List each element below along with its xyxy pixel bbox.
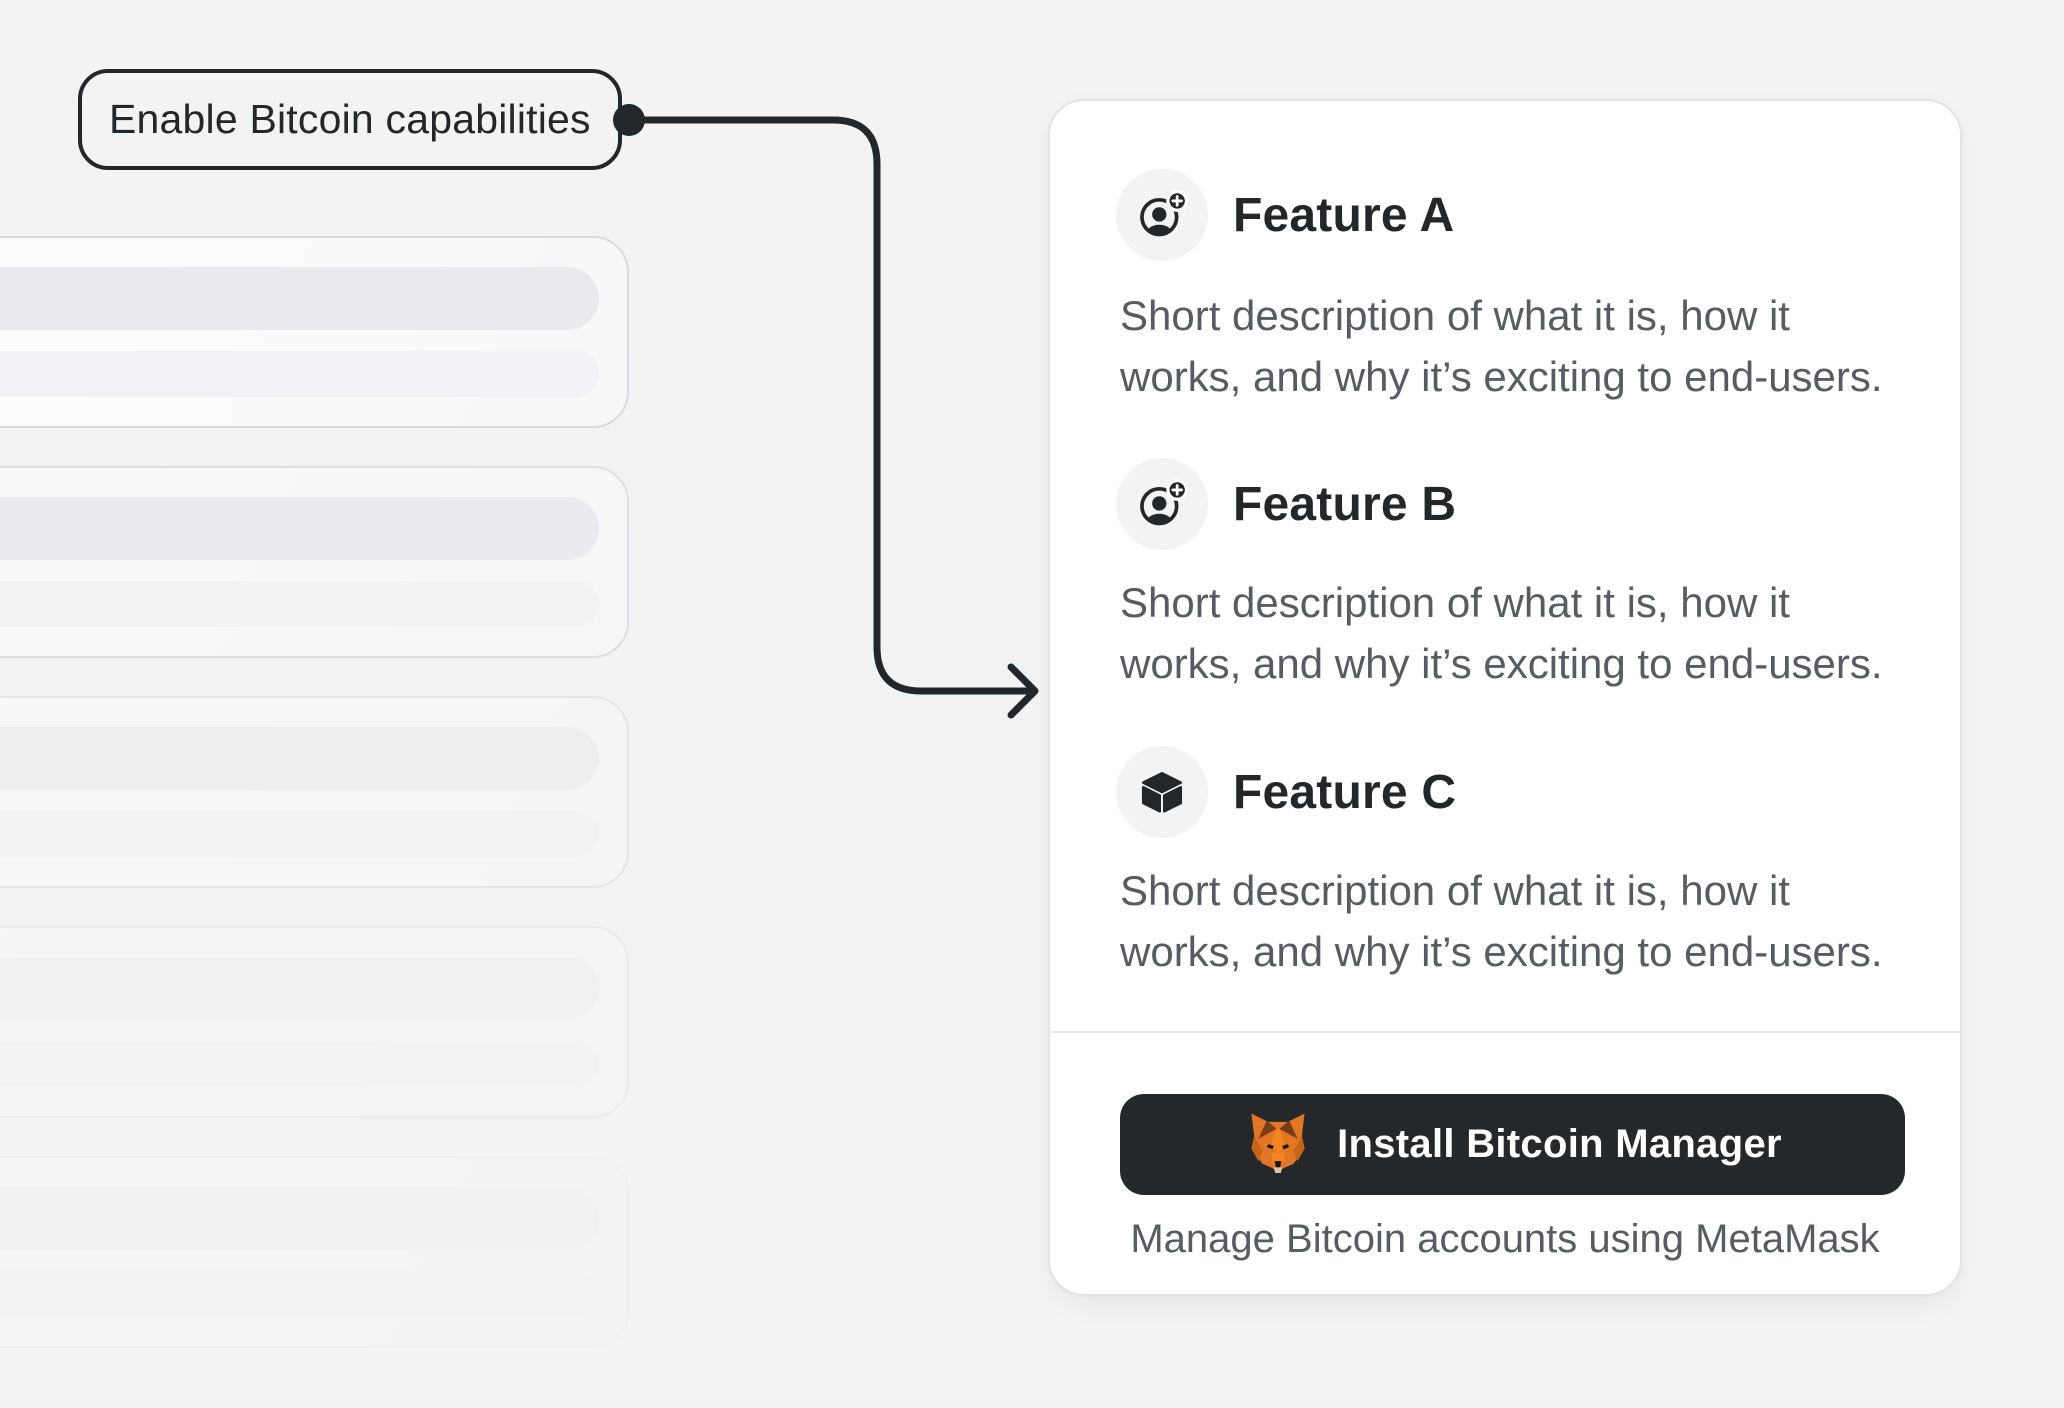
cube-icon [1116, 746, 1208, 838]
skeleton-card-list [0, 0, 700, 1408]
annotation-callout: Enable Bitcoin capabilities [78, 69, 622, 170]
description-line: Short description of what it is, how it [1120, 292, 1790, 339]
skeleton-line [0, 351, 599, 397]
skeleton-card [0, 696, 629, 888]
description-line: Short description of what it is, how it [1120, 579, 1790, 626]
skeleton-line [0, 1271, 599, 1317]
skeleton-line [0, 727, 599, 790]
skeleton-line [0, 267, 599, 330]
feature-card: Feature A Short description of what it i… [1048, 99, 1962, 1296]
skeleton-line [0, 957, 599, 1020]
skeleton-card [0, 466, 629, 658]
feature-description: Short description of what it is, how it … [1120, 860, 1920, 982]
arrowhead-icon [1007, 663, 1039, 719]
description-line: works, and why it’s exciting to end-user… [1120, 640, 1883, 687]
feature-description: Short description of what it is, how it … [1120, 285, 1920, 407]
skeleton-line [0, 497, 599, 560]
button-caption: Manage Bitcoin accounts using MetaMask [1130, 1217, 1880, 1261]
skeleton-card [0, 1156, 629, 1348]
feature-row-c: Feature C [1116, 746, 1456, 838]
skeleton-line [0, 811, 599, 857]
metamask-fox-icon [1251, 1113, 1305, 1173]
description-line: works, and why it’s exciting to end-user… [1120, 928, 1883, 975]
skeleton-line [0, 1187, 599, 1250]
feature-description: Short description of what it is, how it … [1120, 572, 1920, 694]
feature-row-b: Feature B [1116, 458, 1456, 550]
feature-row-a: Feature A [1116, 169, 1454, 261]
feature-title: Feature B [1233, 477, 1457, 531]
description-line: works, and why it’s exciting to end-user… [1120, 353, 1883, 400]
feature-title: Feature A [1233, 188, 1455, 242]
annotation-label: Enable Bitcoin capabilities [109, 96, 591, 142]
install-bitcoin-manager-button[interactable]: Install Bitcoin Manager [1120, 1094, 1905, 1195]
account-add-icon [1116, 169, 1208, 261]
skeleton-line [0, 1041, 599, 1087]
skeleton-card [0, 926, 629, 1118]
divider [1050, 1031, 1960, 1033]
feature-title: Feature C [1233, 765, 1457, 819]
account-add-icon [1116, 458, 1208, 550]
install-button-label: Install Bitcoin Manager [1337, 1122, 1782, 1166]
skeleton-line [0, 581, 599, 627]
skeleton-card [0, 236, 629, 428]
description-line: Short description of what it is, how it [1120, 867, 1790, 914]
